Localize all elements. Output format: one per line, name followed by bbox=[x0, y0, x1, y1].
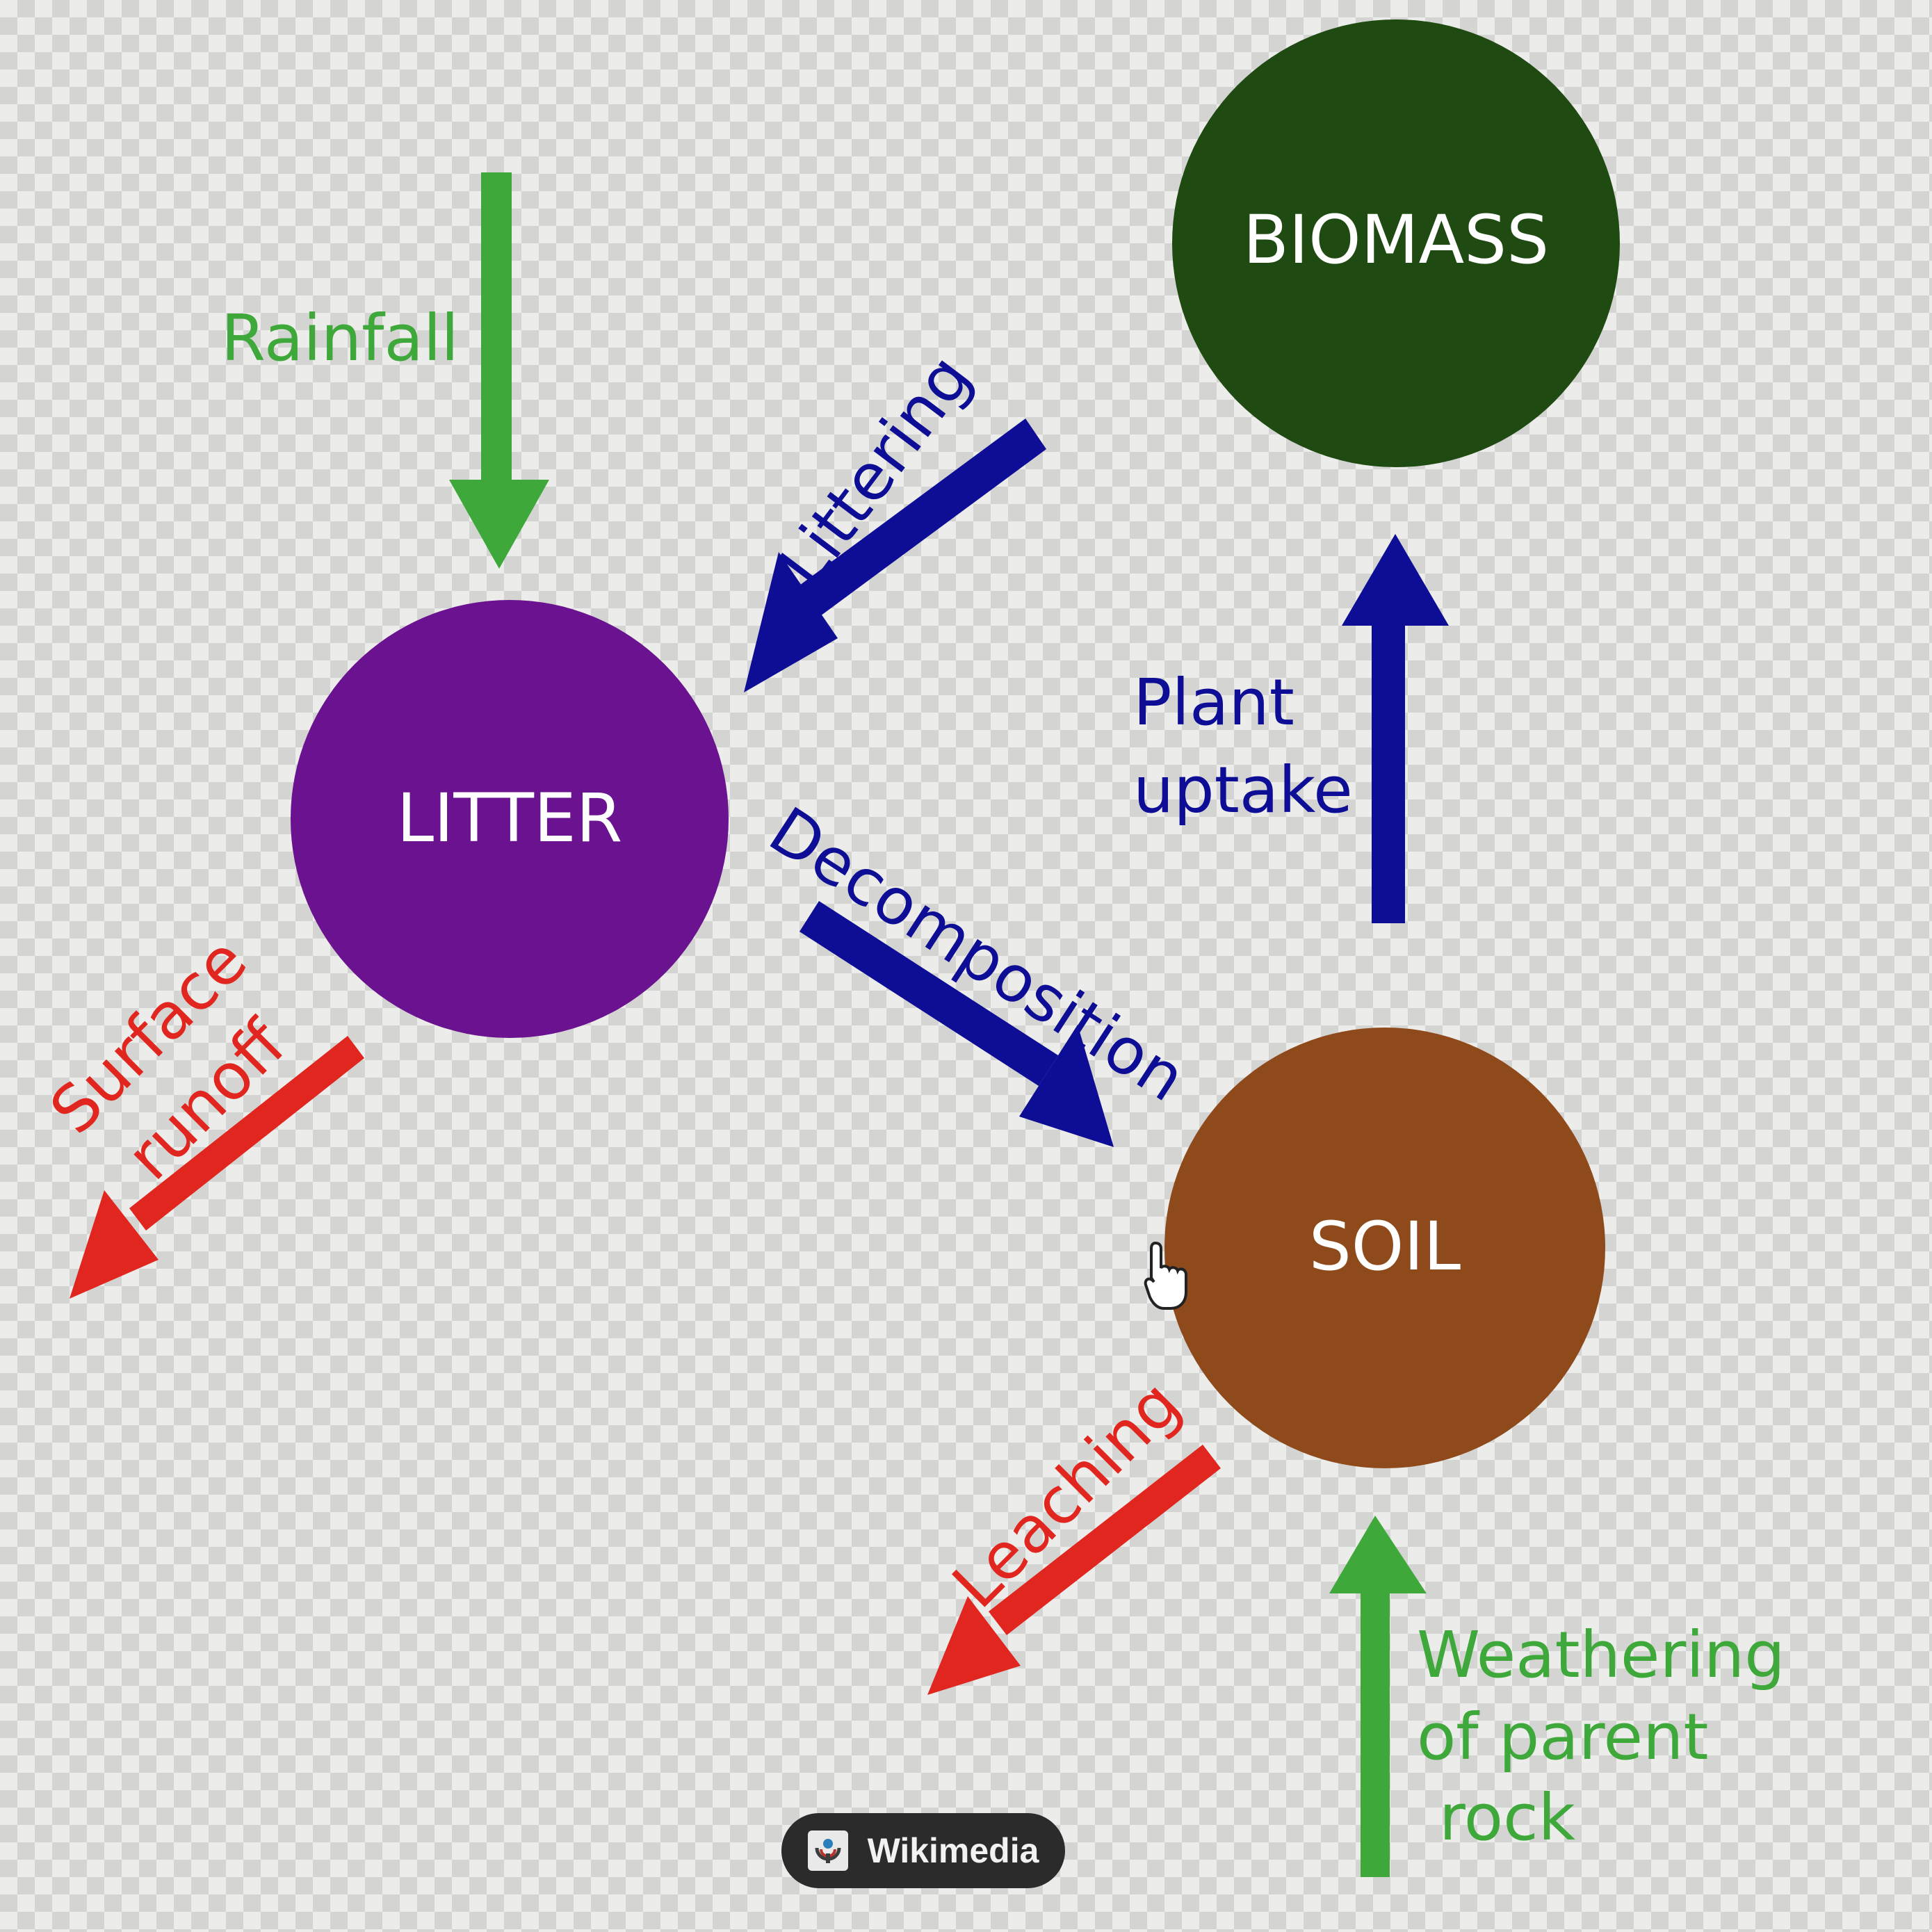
biomass-circle bbox=[1172, 19, 1620, 467]
wikimedia-badge-label: Wikimedia bbox=[867, 1831, 1039, 1870]
littering-arrow-head bbox=[744, 552, 838, 692]
plant-uptake-arrow-shaft bbox=[1372, 612, 1405, 923]
littering-arrow bbox=[744, 419, 1046, 692]
litter-node[interactable]: LITTER bbox=[291, 600, 729, 1038]
biomass-label: BIOMASS bbox=[1243, 201, 1549, 279]
plant-uptake-arrow-head bbox=[1342, 534, 1449, 626]
weathering-label-line2: of parent bbox=[1417, 1700, 1708, 1774]
biomass-node[interactable]: BIOMASS bbox=[1172, 19, 1620, 467]
soil-label: SOIL bbox=[1309, 1208, 1461, 1285]
rainfall-arrow-head bbox=[449, 480, 549, 569]
decomposition-arrow bbox=[799, 901, 1114, 1147]
soil-circle bbox=[1164, 1028, 1605, 1468]
litter-circle bbox=[291, 600, 729, 1038]
weathering-arrow-head bbox=[1329, 1516, 1427, 1593]
decomposition-label: Decomposition bbox=[756, 793, 1199, 1117]
plant-uptake-label-line2: uptake bbox=[1133, 753, 1353, 827]
surface-runoff-arrow bbox=[70, 1036, 364, 1299]
leaching-arrow-head bbox=[927, 1596, 1021, 1695]
leaching-arrow bbox=[927, 1445, 1221, 1695]
surface-runoff-arrow-head bbox=[70, 1190, 159, 1299]
weathering-label-line1: Weathering bbox=[1417, 1618, 1785, 1692]
rainfall-arrow-shaft bbox=[481, 172, 512, 494]
hand-cursor-icon bbox=[1144, 1241, 1187, 1310]
wikimedia-logo-icon bbox=[807, 1830, 848, 1871]
littering-arrow-shaft bbox=[799, 419, 1046, 616]
weathering-label-line3: rock bbox=[1439, 1780, 1576, 1855]
decomposition-arrow-shaft bbox=[799, 901, 1058, 1086]
weathering-arrow bbox=[1329, 1516, 1427, 1877]
litter-label: LITTER bbox=[397, 779, 623, 857]
plant-uptake-arrow bbox=[1342, 534, 1449, 923]
wikimedia-badge[interactable]: Wikimedia bbox=[781, 1813, 1065, 1888]
weathering-arrow-shaft bbox=[1361, 1578, 1390, 1877]
rainfall-arrow bbox=[449, 172, 549, 569]
decomposition-arrow-head bbox=[1019, 1025, 1114, 1147]
rainfall-label: Rainfall bbox=[221, 301, 459, 375]
surface-runoff-arrow-shaft bbox=[129, 1036, 364, 1231]
leaching-arrow-shaft bbox=[989, 1445, 1221, 1635]
soil-node[interactable]: SOIL bbox=[1164, 1028, 1605, 1468]
plant-uptake-label-line1: Plant bbox=[1133, 665, 1294, 740]
